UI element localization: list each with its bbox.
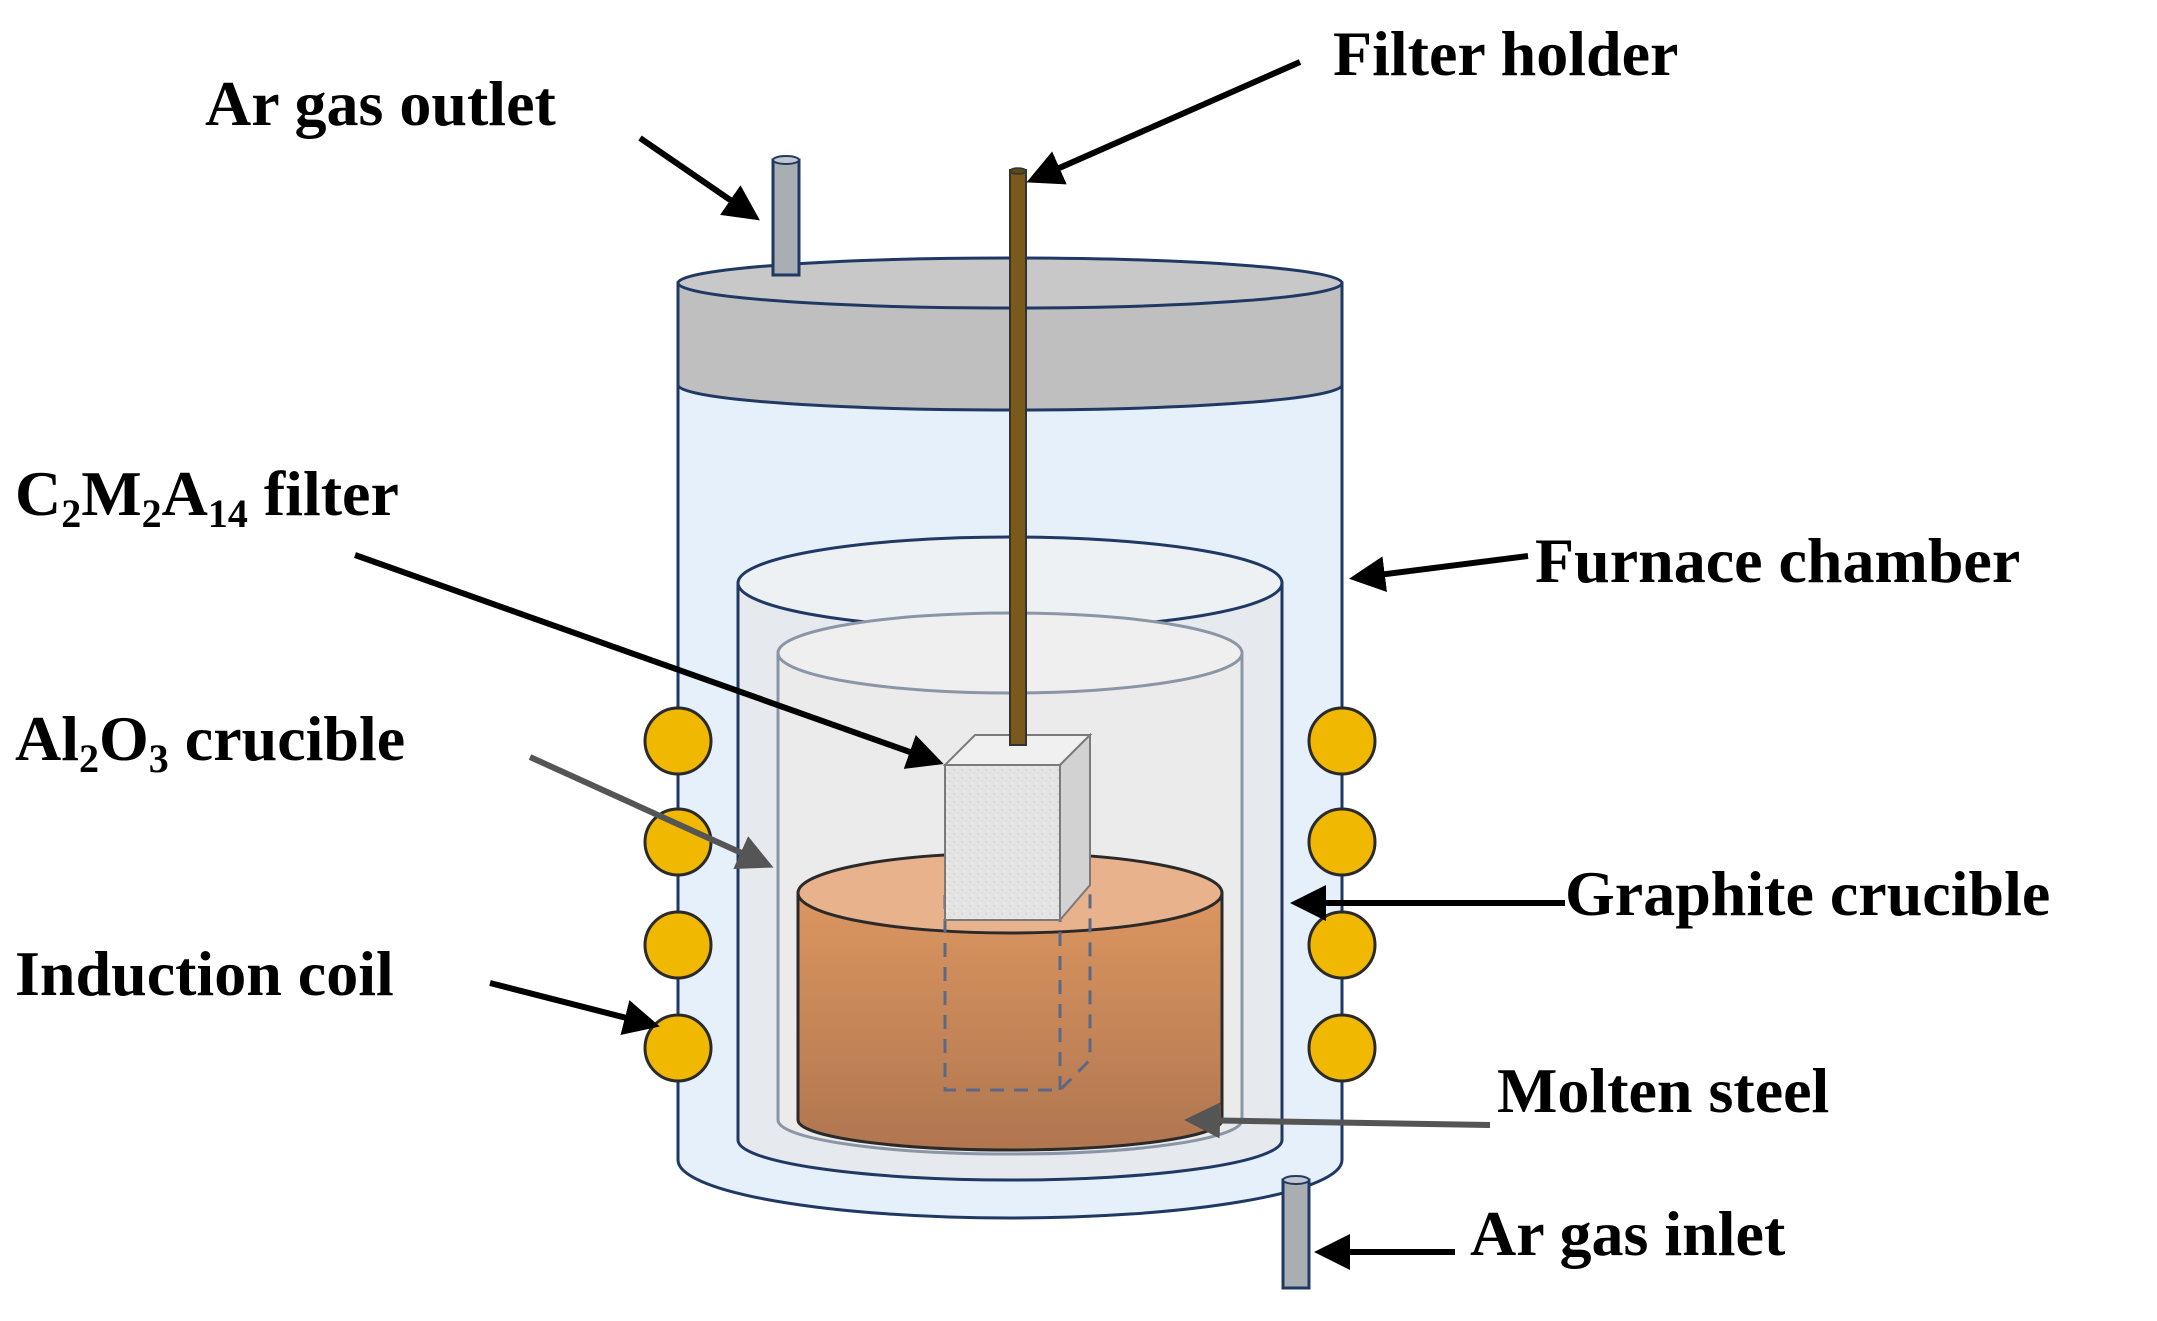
molten-steel	[796, 851, 1224, 1152]
ar-gas-inlet-pipe	[1281, 1175, 1311, 1290]
label-molten-steel: Molten steel	[1497, 1055, 1829, 1126]
arrow-induction-coil	[489, 980, 660, 1035]
alumina-al: Al	[15, 703, 79, 774]
label-ar-gas-inlet: Ar gas inlet	[1470, 1198, 1786, 1269]
arrow-filter	[353, 552, 944, 769]
arrow-molten-steel	[1184, 1102, 1491, 1139]
label-arrows-gray	[528, 754, 1491, 1139]
label-filter-holder: Filter holder	[1333, 18, 1678, 89]
filter-a-sub: 14	[208, 491, 248, 536]
filter-m: M	[81, 458, 141, 529]
alumina-o: O	[99, 703, 149, 774]
label-alumina-crucible: Al2O3 crucible	[15, 703, 405, 781]
label-furnace-chamber: Furnace chamber	[1535, 525, 2020, 596]
filter-c: C	[15, 458, 61, 529]
filter-m-sub: 2	[142, 491, 162, 536]
arrow-ar-gas-outlet	[638, 135, 760, 221]
label-filter: C2M2A14 filter	[15, 458, 399, 536]
filter-a: A	[162, 458, 208, 529]
arrow-furnace-chamber	[1349, 553, 1529, 593]
filter-cube	[942, 732, 1093, 923]
filter-c-sub: 2	[61, 491, 81, 536]
label-induction-coil: Induction coil	[15, 938, 394, 1009]
filter-holder-rod	[1009, 167, 1027, 746]
label-ar-gas-outlet: Ar gas outlet	[205, 68, 556, 139]
ar-gas-outlet-pipe	[771, 155, 801, 277]
label-arrows	[353, 59, 1565, 1270]
arrow-filter-holder	[1026, 59, 1302, 185]
filter-suffix: filter	[248, 458, 399, 529]
arrow-alumina-crucible	[528, 754, 774, 869]
label-graphite-crucible: Graphite crucible	[1565, 858, 2050, 929]
alumina-o-sub: 3	[149, 736, 169, 781]
alumina-suffix: crucible	[169, 703, 405, 774]
alumina-al-sub: 2	[79, 736, 99, 781]
